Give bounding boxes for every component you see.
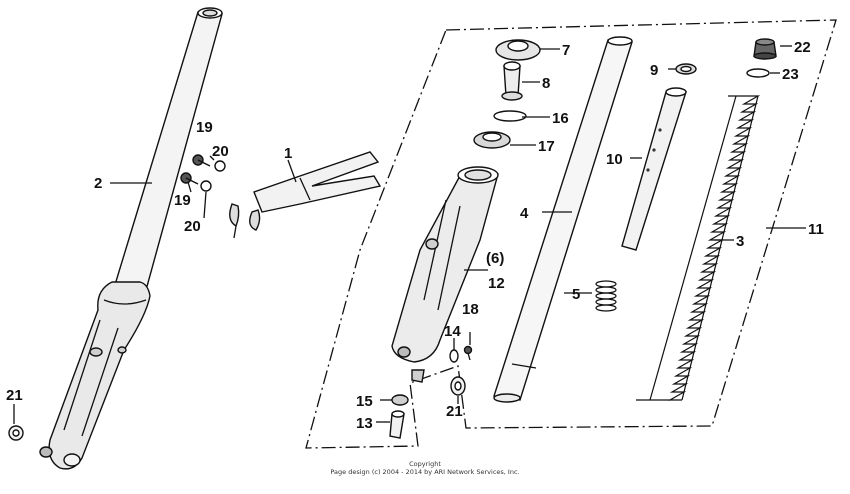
label-20a: 20 xyxy=(212,143,229,160)
leader-lines xyxy=(13,45,806,424)
label-12: 12 xyxy=(488,275,505,292)
label-18: 18 xyxy=(462,301,479,318)
part-2-fork-assembly xyxy=(39,7,223,470)
label-13: 13 xyxy=(356,415,373,432)
label-3: 3 xyxy=(736,233,744,250)
label-19b: 19 xyxy=(174,192,191,209)
label-21b: 21 xyxy=(446,403,463,420)
label-17: 17 xyxy=(538,138,555,155)
part-14-18-bolt-washer xyxy=(449,345,473,363)
label-15: 15 xyxy=(356,393,373,410)
part-12-slider xyxy=(391,166,499,383)
part-15-washer xyxy=(391,394,409,406)
label-2: 2 xyxy=(94,175,102,192)
part-9-ring xyxy=(675,63,697,75)
part-5-rebound-spring xyxy=(595,280,617,312)
label-22: 22 xyxy=(794,39,811,56)
label-23: 23 xyxy=(782,66,799,83)
assembly-outline-11 xyxy=(305,19,837,449)
label-21a: 21 xyxy=(6,387,23,404)
part-8-guide xyxy=(501,61,523,101)
part-23-o-ring xyxy=(746,68,770,78)
label-8: 8 xyxy=(542,75,550,92)
part-22-bolt-cap xyxy=(753,38,777,60)
callout-labels: 2 1 19 20 19 20 21 7 8 16 17 9 10 22 23 … xyxy=(6,39,824,432)
label-9: 9 xyxy=(650,62,658,79)
label-7: 7 xyxy=(562,42,570,59)
label-10: 10 xyxy=(606,151,623,168)
label-20b: 20 xyxy=(184,218,201,235)
label-16: 16 xyxy=(552,110,569,127)
part-4-fork-pipe xyxy=(493,36,633,403)
copyright-line: Copyright xyxy=(409,460,441,468)
label-14: 14 xyxy=(444,323,461,340)
part-16-clip xyxy=(493,110,527,122)
label-19a: 19 xyxy=(196,119,213,136)
part-21-washer-right xyxy=(450,376,466,396)
part-1-bracket xyxy=(229,151,382,239)
label-4: 4 xyxy=(520,205,529,222)
part-10-piston xyxy=(621,87,687,251)
label-11: 11 xyxy=(808,221,824,238)
page-design-credit: Page design (c) 2004 - 2014 by ARI Netwo… xyxy=(330,468,520,476)
part-21-washer-left xyxy=(8,425,24,441)
part-3-fork-spring xyxy=(636,95,761,401)
part-17-oil-seal xyxy=(473,131,511,149)
label-1: 1 xyxy=(284,145,292,162)
label-6: (6) xyxy=(486,250,504,267)
part-19-20-bolts-washers xyxy=(180,154,226,192)
part-7-dust-seal xyxy=(495,39,541,61)
label-5: 5 xyxy=(572,286,580,303)
part-13-bolt xyxy=(389,410,405,439)
